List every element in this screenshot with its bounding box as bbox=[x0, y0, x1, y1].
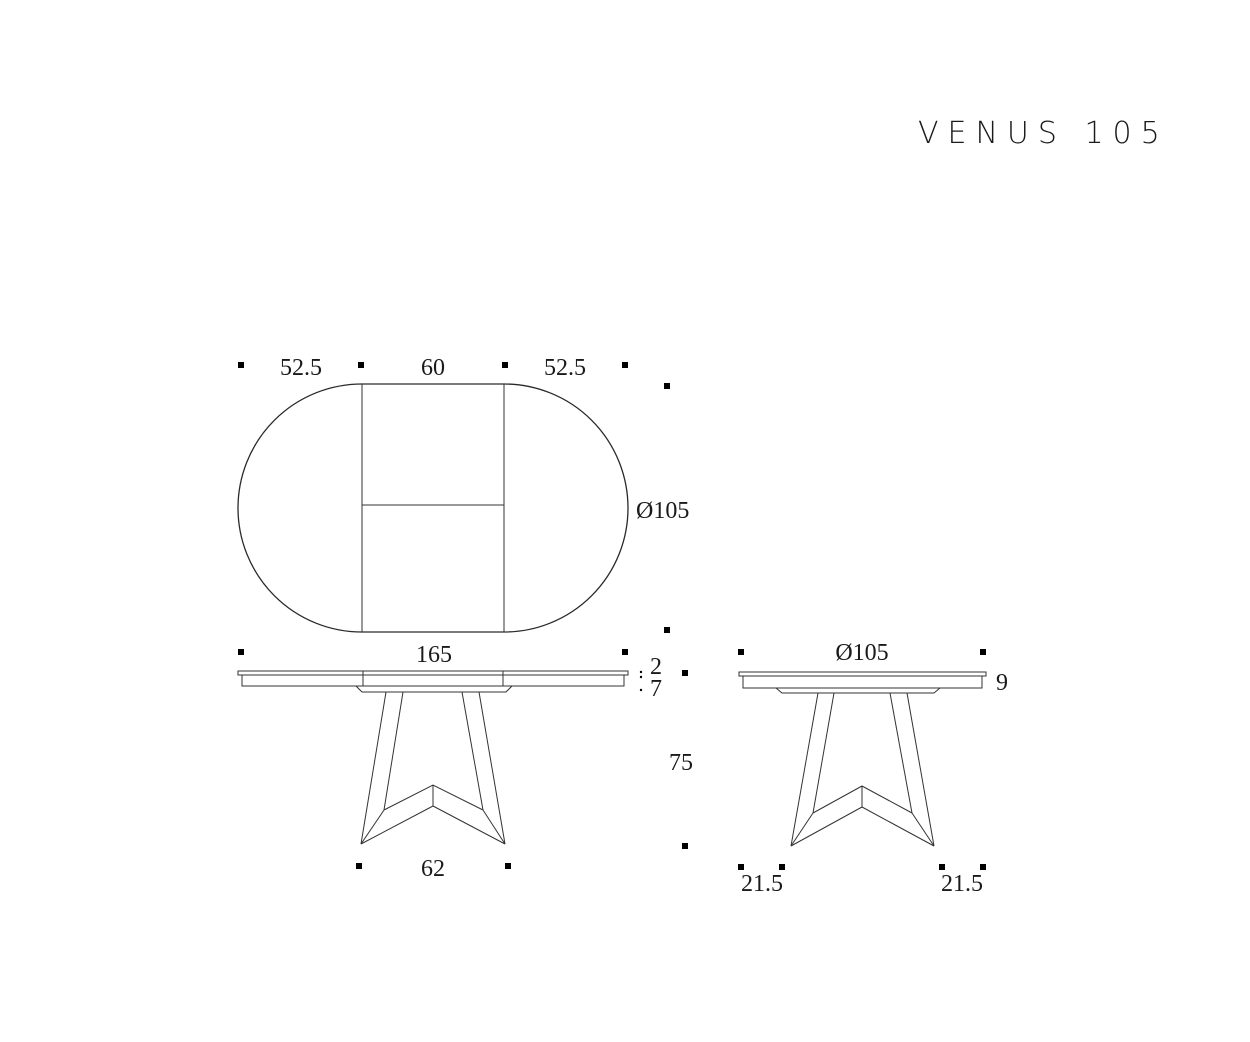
apron bbox=[241, 675, 625, 687]
dim-marker bbox=[738, 649, 744, 655]
dim-center: 60 bbox=[421, 355, 445, 381]
dim-marker bbox=[682, 670, 688, 676]
dim-marker bbox=[738, 864, 744, 870]
dim-marker bbox=[502, 362, 508, 368]
side-view: Ø105 9 21.5 21.5 bbox=[738, 640, 1008, 897]
dim-marker bbox=[238, 362, 244, 368]
dim-marker bbox=[238, 649, 244, 655]
dim-marker bbox=[356, 863, 362, 869]
dim-apron: 7 bbox=[650, 676, 662, 702]
dim-marker bbox=[682, 843, 688, 849]
product-title: VENUS 105 bbox=[918, 116, 1169, 151]
dim-marker bbox=[980, 864, 986, 870]
top-view: 52.5 60 52.5 Ø105 bbox=[237, 355, 689, 633]
apron-side bbox=[742, 676, 983, 689]
dim-marker bbox=[939, 864, 945, 870]
dim-leaf-right: 52.5 bbox=[544, 355, 586, 381]
dim-leaf-left: 52.5 bbox=[280, 355, 322, 381]
base-plate bbox=[355, 685, 513, 693]
dim-base: 62 bbox=[421, 856, 445, 882]
dim-marker bbox=[664, 383, 670, 389]
dim-apron-side: 9 bbox=[996, 670, 1008, 696]
dim-marker bbox=[664, 627, 670, 633]
dim-leg-left: 21.5 bbox=[741, 871, 783, 897]
pedestal-base-side bbox=[790, 692, 935, 847]
dim-diameter-side: Ø105 bbox=[835, 640, 888, 666]
base-plate-side bbox=[775, 687, 941, 694]
tabletop-outline bbox=[237, 383, 629, 633]
pedestal-base bbox=[360, 691, 506, 845]
dim-diameter: Ø105 bbox=[636, 498, 689, 524]
dim-marker bbox=[358, 362, 364, 368]
front-view: 165 2 7 75 62 bbox=[237, 642, 693, 882]
dim-marker bbox=[980, 649, 986, 655]
dim-marker bbox=[622, 649, 628, 655]
dim-length: 165 bbox=[416, 642, 452, 668]
tabletop-slab bbox=[237, 670, 629, 676]
dim-marker bbox=[505, 863, 511, 869]
dim-top-thickness: 2 bbox=[650, 654, 662, 680]
dim-height: 75 bbox=[669, 750, 693, 776]
tabletop-slab-side bbox=[738, 671, 987, 677]
dim-marker bbox=[622, 362, 628, 368]
dim-marker bbox=[779, 864, 785, 870]
dim-leg-right: 21.5 bbox=[941, 871, 983, 897]
